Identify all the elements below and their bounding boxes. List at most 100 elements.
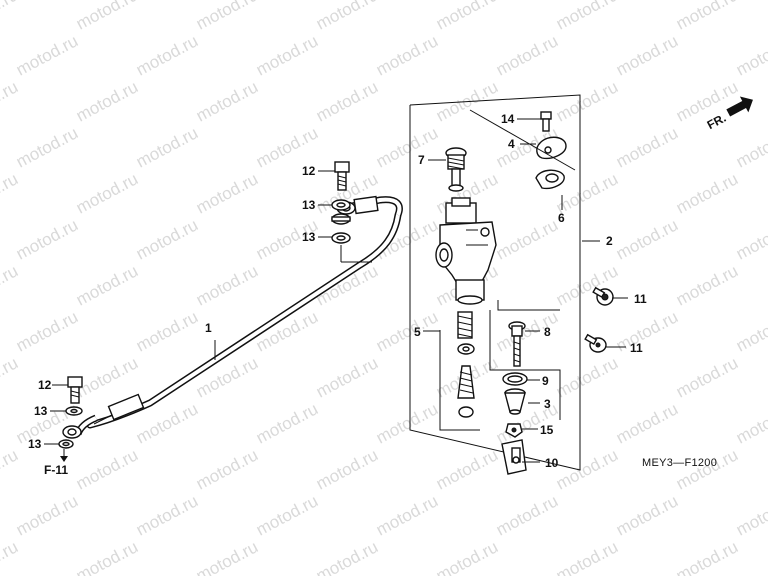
callout-15: 15 <box>540 423 554 437</box>
callout-labels: 1 2 3 4 5 6 7 8 9 10 11 11 12 12 13 13 1… <box>28 112 647 470</box>
watermark-text: motod.ru <box>733 399 768 447</box>
push-rod <box>508 321 526 367</box>
watermark-text: motod.ru <box>553 0 621 34</box>
watermark-text: motod.ru <box>253 399 321 447</box>
boot <box>504 388 526 415</box>
callout-12-lower: 12 <box>38 378 52 392</box>
watermark-text: motod.ru <box>613 215 681 263</box>
watermark-text: motod.ru <box>373 215 441 263</box>
watermark-text: motod.ru <box>73 353 141 401</box>
watermark-text: motod.ru <box>313 445 381 493</box>
watermark-text: motod.ru <box>133 307 201 355</box>
watermark-text: motod.ru <box>13 491 81 539</box>
watermark-text: motod.ru <box>133 123 201 171</box>
circlip <box>502 372 528 386</box>
watermark-text: motod.ru <box>493 491 561 539</box>
watermark-text: motod.ru <box>0 77 21 125</box>
watermark-text: motod.ru <box>493 215 561 263</box>
watermark-text: motod.ru <box>0 537 21 576</box>
callout-13-lower-b: 13 <box>28 437 42 451</box>
watermark-text: motod.ru <box>373 31 441 79</box>
watermark-text: motod.ru <box>613 307 681 355</box>
watermark-text: motod.ru <box>553 77 621 125</box>
watermark-text: motod.ru <box>193 77 261 125</box>
watermark-text: motod.ru <box>0 445 21 493</box>
watermark-text: motod.ru <box>433 537 501 576</box>
callout-6: 6 <box>558 211 565 225</box>
callout-8: 8 <box>544 325 551 339</box>
reference-label: F-11 <box>44 463 68 477</box>
group-brackets <box>439 109 576 431</box>
callout-1: 1 <box>205 321 212 335</box>
watermark-text: motod.ru <box>313 77 381 125</box>
callout-3: 3 <box>544 397 551 411</box>
watermark-text: motod.ru <box>253 31 321 79</box>
watermark-text: motod.ru <box>13 215 81 263</box>
watermark-text: motod.ru <box>73 261 141 309</box>
joint-nut <box>505 423 523 438</box>
upper-banjo-bolt <box>334 161 350 191</box>
direction-label: FR. <box>705 111 729 132</box>
watermark-text: motod.ru <box>373 399 441 447</box>
callout-11-lower: 11 <box>630 341 643 355</box>
watermark-text: motod.ru <box>0 261 21 309</box>
callout-13-upper-a: 13 <box>302 198 316 212</box>
watermark-text: motod.ru <box>433 445 501 493</box>
watermark-text: motod.ru <box>673 0 741 34</box>
watermark-text: motod.ru <box>193 537 261 576</box>
push-rod-joint <box>501 439 527 475</box>
watermark-text: motod.ru <box>13 123 81 171</box>
watermark-text: motod.ru <box>73 169 141 217</box>
watermark-text: motod.ru <box>373 491 441 539</box>
watermark-text: motod.ru <box>613 31 681 79</box>
watermark-text: motod.ru <box>73 77 141 125</box>
watermark-text: motod.ru <box>613 399 681 447</box>
watermark-text: motod.ru <box>733 31 768 79</box>
leader-lines <box>44 118 628 463</box>
watermark-text: motod.ru <box>553 445 621 493</box>
grommet-plate <box>535 169 565 190</box>
callout-13-upper-b: 13 <box>302 230 316 244</box>
watermark-text: motod.ru <box>0 353 21 401</box>
watermark-text: motod.ru <box>673 445 741 493</box>
lower-sealing-washer-1 <box>65 406 83 416</box>
master-cylinder-body <box>435 197 497 305</box>
watermark-text: motod.ru <box>13 307 81 355</box>
upper-sealing-washer-1 <box>331 199 351 211</box>
watermark-text: motod.ru <box>553 537 621 576</box>
watermark-text: motod.ru <box>673 261 741 309</box>
callout-7: 7 <box>418 153 425 167</box>
piston-set <box>457 311 475 418</box>
watermark-text: motod.ru <box>193 0 261 34</box>
callout-10: 10 <box>545 456 559 470</box>
callout-5: 5 <box>414 325 421 339</box>
brake-hose <box>62 195 403 439</box>
lower-banjo-bolt <box>67 376 83 404</box>
watermark-text: motod.ru <box>313 537 381 576</box>
assembly-outline <box>409 94 581 471</box>
lower-sealing-washer-2 <box>58 439 74 449</box>
cap-bolt <box>540 111 552 132</box>
watermark-text: motod.ru <box>673 353 741 401</box>
callout-14: 14 <box>501 112 515 126</box>
callout-11-upper: 11 <box>634 292 647 306</box>
watermark-text: motod.ru <box>433 0 501 34</box>
cap-plate <box>536 136 567 160</box>
arrow-right-icon <box>726 96 753 117</box>
callout-9: 9 <box>542 374 549 388</box>
watermark-text: motod.ru <box>613 491 681 539</box>
watermark-text: motod.ru <box>733 491 768 539</box>
watermark-text: motod.ru <box>193 445 261 493</box>
reservoir-joint <box>445 147 467 192</box>
watermark-text: motod.ru <box>133 491 201 539</box>
watermark-text: motod.ru <box>313 0 381 34</box>
callout-4: 4 <box>508 137 515 151</box>
mounting-bolt-upper <box>592 286 614 306</box>
watermark-text: motod.ru <box>0 0 21 34</box>
upper-sealing-washer-2 <box>331 213 351 244</box>
mounting-bolt-lower <box>584 333 607 353</box>
callout-2: 2 <box>606 234 613 248</box>
watermark-text: motod.ru <box>193 169 261 217</box>
watermark-text: motod.ru <box>133 215 201 263</box>
